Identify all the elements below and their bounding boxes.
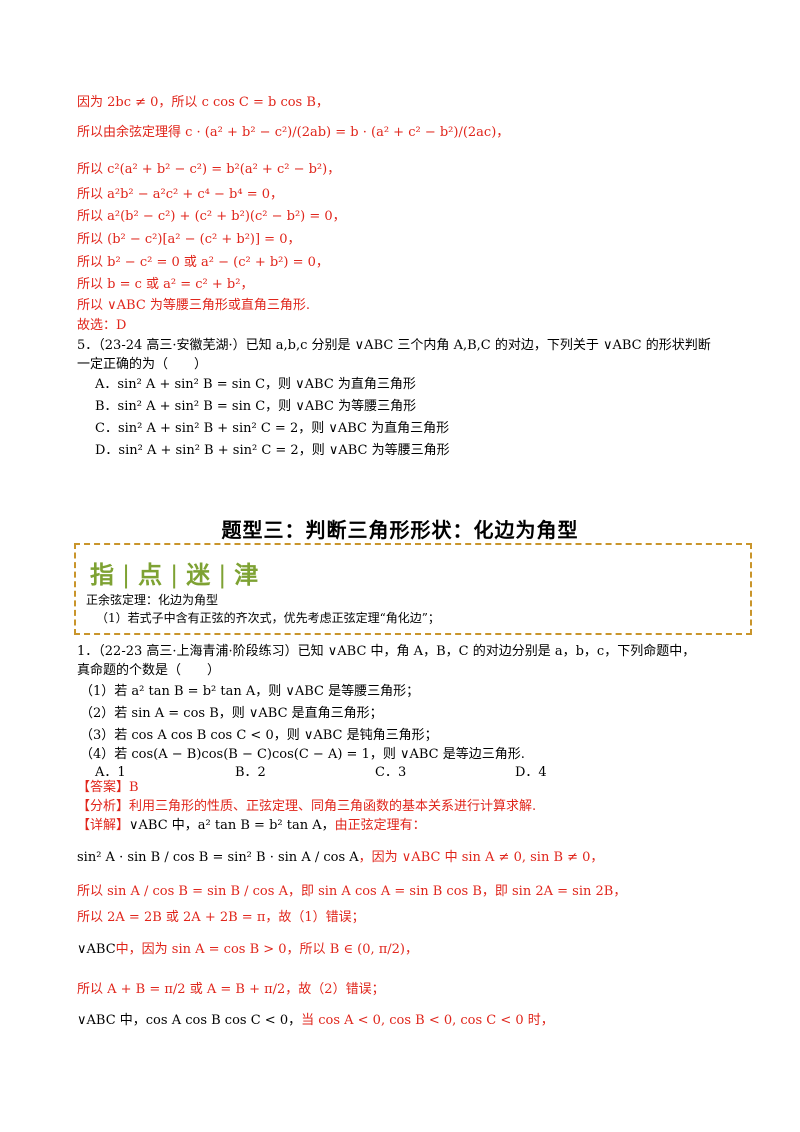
- detail-line-2: sin² A · sin B / cos B = sin² B · sin A …: [77, 849, 740, 867]
- derivation-line-8: 所以 b = c 或 a² = c² + b²，: [77, 277, 254, 292]
- q5-option-b: B．sin² A + sin² B = sin C，则 ∨ABC 为等腰三角形: [95, 399, 417, 414]
- answer-choice-line: 故选：D: [77, 318, 127, 333]
- answer-line: 【答案】B: [77, 779, 740, 797]
- tip-box: 指|点|迷|津 正余弦定理：化边为角型 （1）若式子中含有正弦的齐次式，优先考虑…: [74, 543, 752, 635]
- q1-choice-b: B．2: [235, 765, 266, 780]
- detail-label: 【详解】: [77, 818, 130, 833]
- detail-line-4: 所以 2A = 2B 或 2A + 2B = π，故（1）错误；: [77, 910, 365, 925]
- detail-line-7-red: 当 cos A < 0, cos B < 0, cos C < 0 时，: [301, 1013, 554, 1028]
- q1-choice-d: D．4: [515, 765, 547, 780]
- analysis-label: 【分析】: [77, 799, 130, 814]
- q5-stem-line-2: 一定正确的为（ ）: [77, 357, 208, 372]
- q1-proposition-4: （4）若 cos(A − B)cos(B − C)cos(C − A) = 1，…: [80, 747, 525, 762]
- derivation-line-3: 所以 c²(a² + b² − c²) = b²(a² + c² − b²)，: [77, 162, 341, 177]
- detail-line-3: 所以 sin A / cos B = sin B / cos A，即 sin A…: [77, 884, 627, 899]
- detail-line-2-red: ，因为 ∨ABC 中 sin A ≠ 0, sin B ≠ 0，: [358, 850, 604, 865]
- derivation-conclusion: 所以 ∨ABC 为等腰三角形或直角三角形.: [77, 298, 311, 313]
- derivation-line-4: 所以 a²b² − a²c² + c⁴ − b⁴ = 0，: [77, 187, 284, 202]
- q1-proposition-1: （1）若 a² tan B = b² tan A，则 ∨ABC 是等腰三角形；: [80, 684, 420, 699]
- tip-header: 指|点|迷|津: [90, 555, 260, 590]
- q5-option-a: A．sin² A + sin² B = sin C，则 ∨ABC 为直角三角形: [95, 377, 416, 392]
- tip-header-char-2: 点: [138, 561, 165, 589]
- derivation-line-7: 所以 b² − c² = 0 或 a² − (c² + b²) = 0，: [77, 255, 329, 270]
- q1-choices: A．1 B．2 C．3 D．4: [95, 761, 695, 780]
- detail-line-7-black: ∨ABC 中，cos A cos B cos C < 0，: [77, 1013, 302, 1028]
- detail-line-1: 【详解】∨ABC 中，a² tan B = b² tan A，由正弦定理有：: [77, 817, 740, 835]
- tip-line-2: （1）若式子中含有正弦的齐次式，优先考虑正弦定理“角化边”；: [96, 611, 440, 625]
- tip-separator: |: [122, 561, 133, 589]
- q1-proposition-3: （3）若 cos A cos B cos C < 0，则 ∨ABC 是钝角三角形…: [80, 728, 438, 743]
- detail-line-2-black: sin² A · sin B / cos B = sin² B · sin A …: [77, 850, 359, 865]
- q1-stem-line-2: 真命题的个数是（ ）: [77, 663, 221, 678]
- detail-line-5-black: ∨ABC: [77, 942, 116, 957]
- tip-header-char-4: 津: [234, 561, 261, 589]
- tip-separator: |: [218, 561, 229, 589]
- detail-line-5: ∨ABC中，因为 sin A = cos B > 0，所以 B ∈ (0, π/…: [77, 941, 740, 959]
- section-title: 题型三：判断三角形形状：化边为角型: [221, 518, 579, 542]
- answer-value: B: [129, 780, 139, 795]
- derivation-line-1: 因为 2bc ≠ 0，所以 c cos C = b cos B，: [77, 95, 329, 110]
- derivation-line-6: 所以 (b² − c²)[a² − (c² + b²)] = 0，: [77, 232, 301, 247]
- answer-label: 【答案】: [77, 780, 130, 795]
- analysis-line: 【分析】利用三角形的性质、正弦定理、同角三角函数的基本关系进行计算求解.: [77, 798, 740, 816]
- q5-stem-line-1: 5．（23-24 高三·安徽芜湖·）已知 a,b,c 分别是 ∨ABC 三个内角…: [77, 338, 711, 353]
- q1-stem-line-1: 1．（22-23 高三·上海青浦·阶段练习）已知 ∨ABC 中，角 A，B，C …: [77, 644, 696, 659]
- derivation-line-2: 所以由余弦定理得 c · (a² + b² − c²)/(2ab) = b · …: [77, 125, 510, 140]
- detail-line-1-black: ∨ABC 中，a² tan B = b² tan A，: [129, 818, 335, 833]
- detail-line-1-red: 由正弦定理有：: [334, 818, 426, 833]
- detail-line-6: 所以 A + B = π/2 或 A = B + π/2，故（2）错误；: [77, 982, 385, 997]
- q1-proposition-2: （2）若 sin A = cos B，则 ∨ABC 是直角三角形；: [80, 706, 383, 721]
- q1-choice-a: A．1: [95, 765, 126, 780]
- analysis-text: 利用三角形的性质、正弦定理、同角三角函数的基本关系进行计算求解.: [129, 799, 537, 814]
- tip-header-char-3: 迷: [186, 561, 213, 589]
- tip-line-1: 正余弦定理：化边为角型: [86, 593, 219, 607]
- q1-choice-c: C．3: [375, 765, 407, 780]
- tip-header-char-1: 指: [90, 561, 116, 589]
- tip-separator: |: [170, 561, 181, 589]
- derivation-line-5: 所以 a²(b² − c²) + (c² + b²)(c² − b²) = 0，: [77, 209, 346, 224]
- q5-option-d: D．sin² A + sin² B + sin² C = 2，则 ∨ABC 为等…: [95, 443, 450, 458]
- detail-line-5-red: 中，因为 sin A = cos B > 0，所以 B ∈ (0, π/2)，: [115, 942, 419, 957]
- detail-line-7: ∨ABC 中，cos A cos B cos C < 0，当 cos A < 0…: [77, 1012, 740, 1030]
- q5-option-c: C．sin² A + sin² B + sin² C = 2，则 ∨ABC 为直…: [95, 421, 450, 436]
